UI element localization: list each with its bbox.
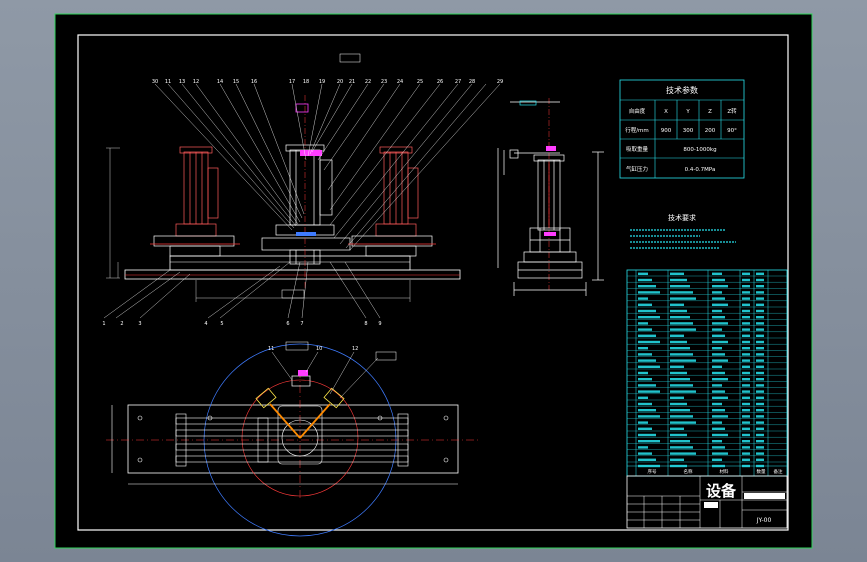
part-number: 18 (303, 79, 309, 85)
title-block-name: 设备 (706, 482, 737, 500)
tech-params-title: 技术参数 (666, 85, 698, 95)
part-number: 9 (378, 321, 381, 327)
part-number: 15 (233, 79, 239, 85)
part-number: 4 (204, 321, 207, 327)
tech-params-cell: 900 (661, 128, 672, 134)
part-number: 23 (381, 79, 387, 85)
part-number: 19 (319, 79, 325, 85)
bom-header: 备注 (774, 468, 783, 475)
svg-text:11: 11 (268, 346, 274, 352)
part-number: 1 (102, 321, 105, 327)
title-block-drawing-no: JY-00 (756, 517, 772, 524)
part-number: 20 (337, 79, 343, 85)
bom-header: 数量 (757, 468, 766, 475)
tech-params-row-label: 行程/mm (625, 126, 649, 134)
part-number: 2 (120, 321, 123, 327)
plan-view (106, 341, 478, 537)
part-number: 26 (437, 79, 443, 85)
tech-params-cell: 90° (727, 128, 737, 134)
front-view-part-numbers-bottom: 1 2 3 4 5 6 7 8 9 (102, 321, 381, 327)
tech-params-cell: Z (708, 109, 712, 115)
part-number: 7 (300, 321, 303, 327)
front-view (103, 53, 501, 319)
part-number: 22 (365, 79, 371, 85)
part-number: 11 (165, 79, 171, 85)
part-number: 5 (220, 321, 223, 327)
svg-text:10: 10 (316, 346, 322, 352)
part-number: 14 (217, 79, 223, 85)
tech-requirements: 技术要求 (630, 213, 736, 249)
outer-border (54, 13, 813, 549)
part-number: 30 (152, 79, 158, 85)
part-number: 21 (349, 79, 355, 85)
part-number: 16 (251, 79, 257, 85)
tech-params-cell: 800-1000kg (683, 147, 716, 153)
side-view (497, 98, 604, 296)
plan-view-part-numbers: 11 10 12 (268, 346, 358, 352)
tech-params-cell: 300 (683, 128, 694, 134)
bom-header: 名称 (684, 468, 693, 475)
part-number: 17 (289, 79, 295, 85)
tech-params-cell: X (664, 109, 668, 115)
part-number: 27 (455, 79, 461, 85)
part-number: 3 (138, 321, 141, 327)
bom-header: 序号 (648, 468, 657, 475)
tech-params-cell: 0.4-0.7MPa (685, 167, 716, 173)
tech-requirements-title: 技术要求 (668, 213, 696, 222)
part-number: 8 (364, 321, 367, 327)
part-number: 24 (397, 79, 403, 85)
front-view-part-numbers-top: 30 11 13 12 14 15 16 17 18 19 20 21 22 23 24 25 26 27 28 29 (152, 79, 503, 85)
tech-params-row-label: 自由度 (629, 107, 646, 115)
part-number: 25 (417, 79, 423, 85)
tech-params-cell: Z转 (727, 107, 737, 115)
bom-table: 序号 名称 材料 数量 备注 (626, 269, 788, 477)
svg-text:12: 12 (352, 346, 358, 352)
inner-frame (77, 34, 789, 531)
tech-params-table: 技术参数 自由度 X Y Z Z转 行程/mm 900 300 200 90° … (619, 79, 745, 179)
part-number: 28 (469, 79, 475, 85)
part-number: 12 (193, 79, 199, 85)
tech-params-row-label: 吸取重量 (626, 145, 649, 153)
part-number: 13 (179, 79, 185, 85)
part-number: 29 (497, 79, 503, 85)
title-block: 设备 JY-00 (626, 475, 788, 529)
tech-params-cell: 200 (705, 128, 716, 134)
tech-params-cell: Y (685, 109, 690, 115)
tech-params-row-label: 气缸压力 (626, 165, 648, 173)
part-number: 6 (286, 321, 289, 327)
bom-header: 材料 (720, 468, 729, 475)
